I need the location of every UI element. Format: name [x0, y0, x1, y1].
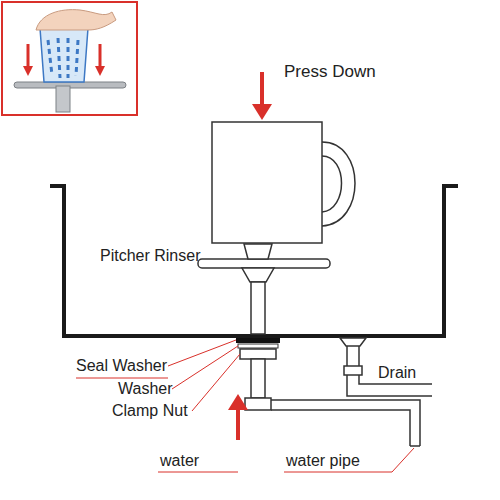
- leader-line: [284, 448, 414, 472]
- part-name: Washer: [118, 380, 173, 398]
- inset-water-spray: [48, 38, 78, 78]
- press-arrow-head: [252, 104, 272, 120]
- part-name: Pitcher Rinser: [100, 247, 200, 265]
- mug-body: [212, 122, 322, 243]
- part-name: Seal Washer: [76, 357, 167, 375]
- inset-arrow: [99, 44, 102, 68]
- drain-fitting: [340, 338, 366, 346]
- rinser-cap: [244, 244, 272, 259]
- water-pipe-end: [410, 445, 420, 447]
- leader-underline: [158, 472, 238, 473]
- inset-cup: [40, 28, 88, 82]
- inset-frame: [2, 2, 137, 115]
- water-arrow-head: [228, 394, 248, 410]
- part-name: Clamp Nut: [112, 402, 188, 420]
- leader-underline: [76, 378, 168, 379]
- inset-arrow-head: [95, 66, 105, 76]
- flow-label: water: [160, 452, 199, 470]
- sink-outline: [50, 186, 458, 336]
- clamp-nut-part: [240, 349, 276, 359]
- rinser-hub: [242, 268, 274, 282]
- washer-part: [238, 344, 278, 348]
- leader-line: [192, 354, 240, 411]
- inset-rinser-stem: [56, 86, 70, 112]
- pipe-connector: [245, 398, 271, 410]
- mug-handle: [322, 142, 355, 226]
- drain-nut: [344, 366, 362, 375]
- inset-hand: [36, 10, 116, 30]
- leader-line: [168, 340, 236, 366]
- water-arrow: [236, 408, 240, 440]
- water-pipe-part: [271, 400, 420, 446]
- press-arrow: [260, 72, 264, 106]
- rinser-stem: [251, 282, 265, 334]
- threaded-stem: [251, 359, 265, 398]
- part-name: water pipe: [286, 452, 360, 470]
- rinser-bar: [198, 259, 330, 268]
- seal-washer-part: [236, 338, 280, 343]
- inset-arrow: [27, 44, 30, 68]
- drain-pipe: [347, 346, 432, 396]
- part-name: Drain: [378, 364, 416, 382]
- mug-handle: [322, 156, 342, 212]
- inset-arrow-head: [23, 66, 33, 76]
- action-label: Press Down: [284, 62, 376, 82]
